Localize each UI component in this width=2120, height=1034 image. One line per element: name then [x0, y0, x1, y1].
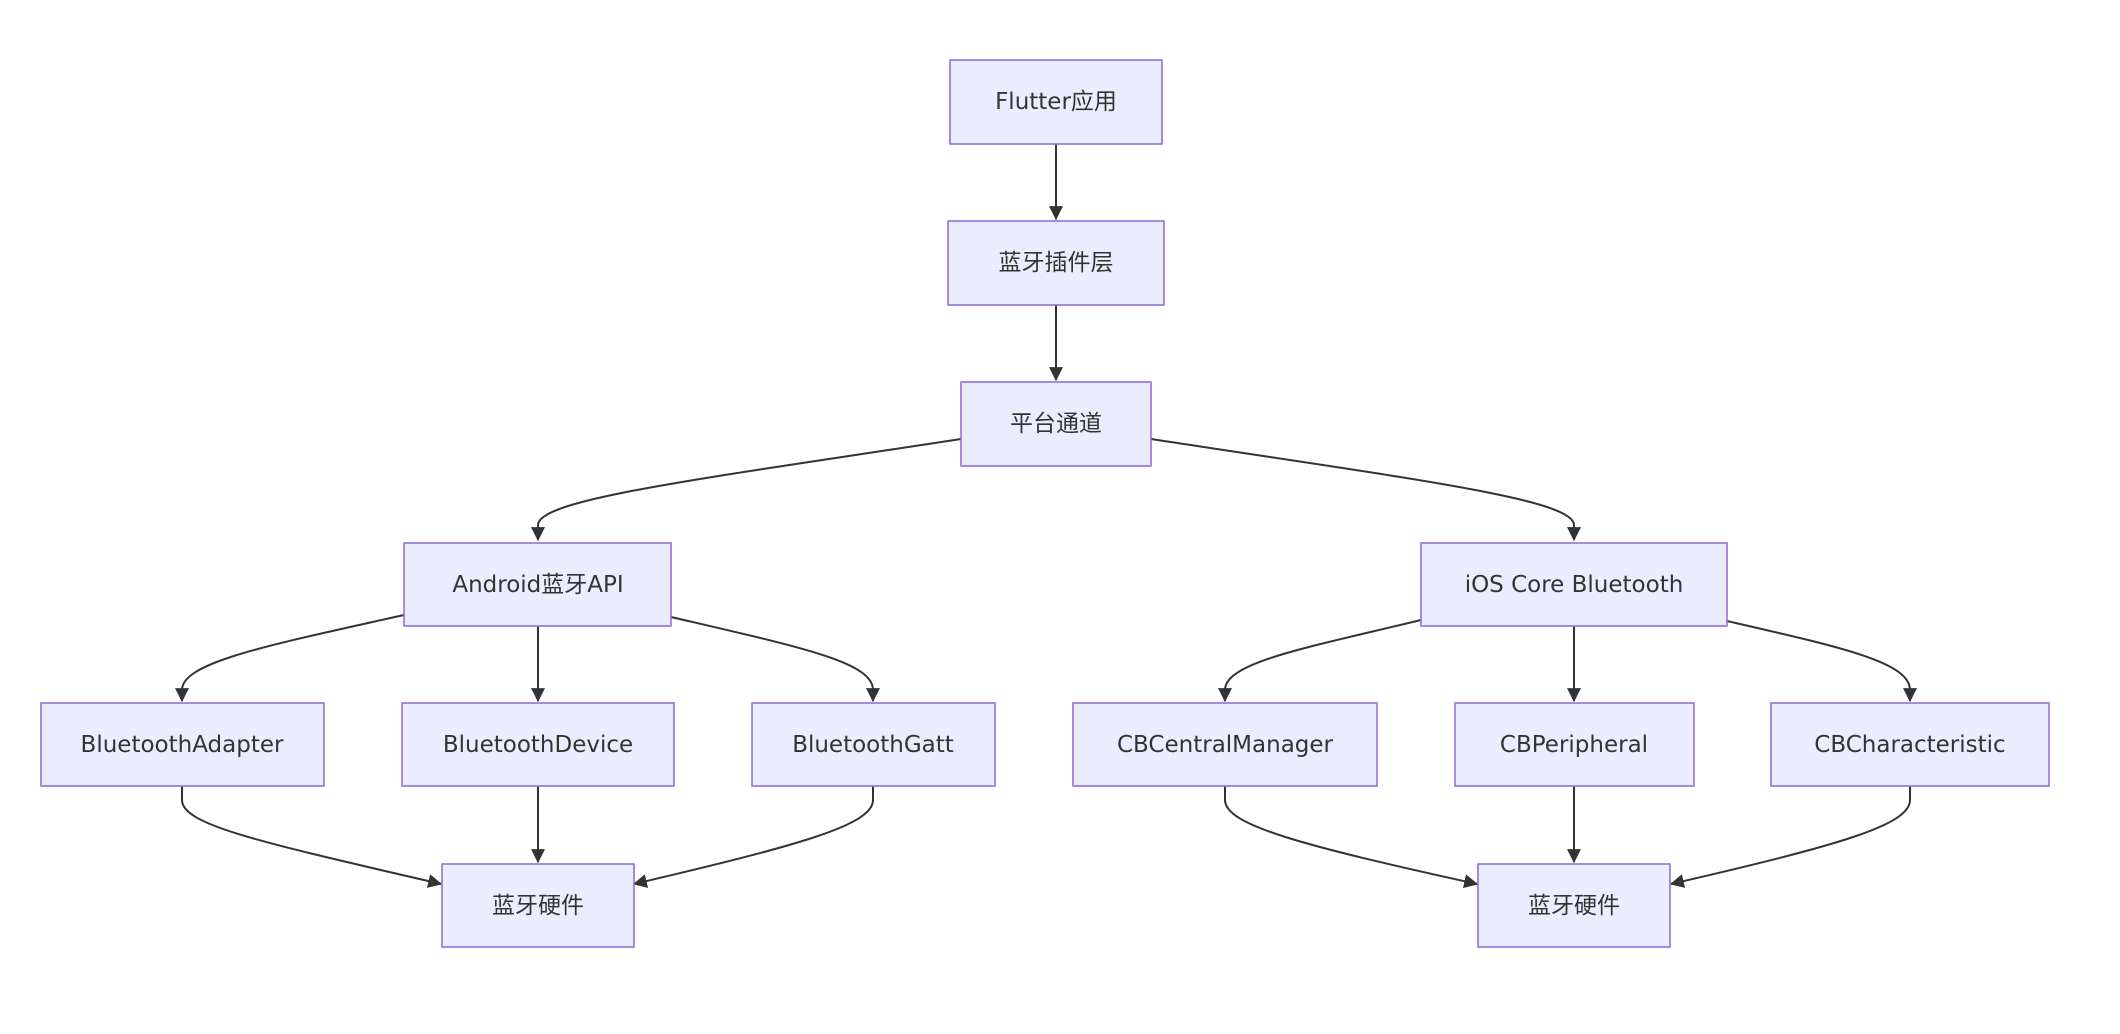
node-bluetooth-device-label: BluetoothDevice: [443, 732, 633, 758]
edge-android-api-to-bluetooth-adapter: [175, 614, 405, 703]
node-bluetooth-device: BluetoothDevice: [401, 702, 675, 787]
node-plugin-layer: 蓝牙插件层: [947, 220, 1165, 306]
node-ios-core-bluetooth: iOS Core Bluetooth: [1420, 542, 1728, 627]
node-android-hardware-label: 蓝牙硬件: [492, 893, 584, 919]
node-cb-peripheral-label: CBPeripheral: [1500, 732, 1648, 758]
edge-ios-core-bluetooth-to-cb-characteristic: [1726, 620, 1917, 703]
edge-platform-channel-to-android-api: [531, 438, 962, 542]
node-cb-characteristic-label: CBCharacteristic: [1814, 732, 2005, 758]
edges: [175, 144, 1917, 889]
edge-cb-characteristic-to-ios-hardware: [1669, 786, 1911, 888]
node-plugin-layer-label: 蓝牙插件层: [999, 250, 1114, 276]
node-flutter-app: Flutter应用: [949, 59, 1163, 145]
node-platform-channel-label: 平台通道: [1010, 411, 1102, 437]
node-flutter-app-label: Flutter应用: [995, 89, 1117, 115]
node-android-api-label: Android蓝牙API: [452, 572, 623, 598]
node-cb-characteristic: CBCharacteristic: [1770, 702, 2050, 787]
edge-ios-core-bluetooth-to-cb-central-manager: [1218, 619, 1422, 703]
node-bluetooth-adapter: BluetoothAdapter: [40, 702, 325, 787]
node-bluetooth-gatt: BluetoothGatt: [751, 702, 996, 787]
node-ios-core-bluetooth-label: iOS Core Bluetooth: [1465, 572, 1684, 598]
node-bluetooth-adapter-label: BluetoothAdapter: [81, 732, 284, 758]
edge-bluetooth-gatt-to-android-hardware: [632, 786, 874, 888]
node-bluetooth-gatt-label: BluetoothGatt: [792, 732, 954, 758]
node-ios-hardware: 蓝牙硬件: [1477, 863, 1671, 948]
edge-cb-central-manager-to-ios-hardware: [1224, 786, 1479, 889]
edge-android-api-to-bluetooth-gatt: [670, 616, 880, 703]
node-android-hardware: 蓝牙硬件: [441, 863, 635, 948]
edge-bluetooth-adapter-to-android-hardware: [181, 786, 443, 888]
node-cb-central-manager-label: CBCentralManager: [1117, 732, 1334, 758]
nodes: Flutter应用 蓝牙插件层 平台通道 Android蓝牙API iOS Co…: [40, 59, 2050, 948]
edge-platform-channel-to-ios-core-bluetooth: [1150, 438, 1581, 542]
node-ios-hardware-label: 蓝牙硬件: [1528, 893, 1620, 919]
node-android-api: Android蓝牙API: [403, 542, 672, 627]
node-cb-central-manager: CBCentralManager: [1072, 702, 1378, 787]
node-platform-channel: 平台通道: [960, 381, 1152, 467]
node-cb-peripheral: CBPeripheral: [1454, 702, 1695, 787]
